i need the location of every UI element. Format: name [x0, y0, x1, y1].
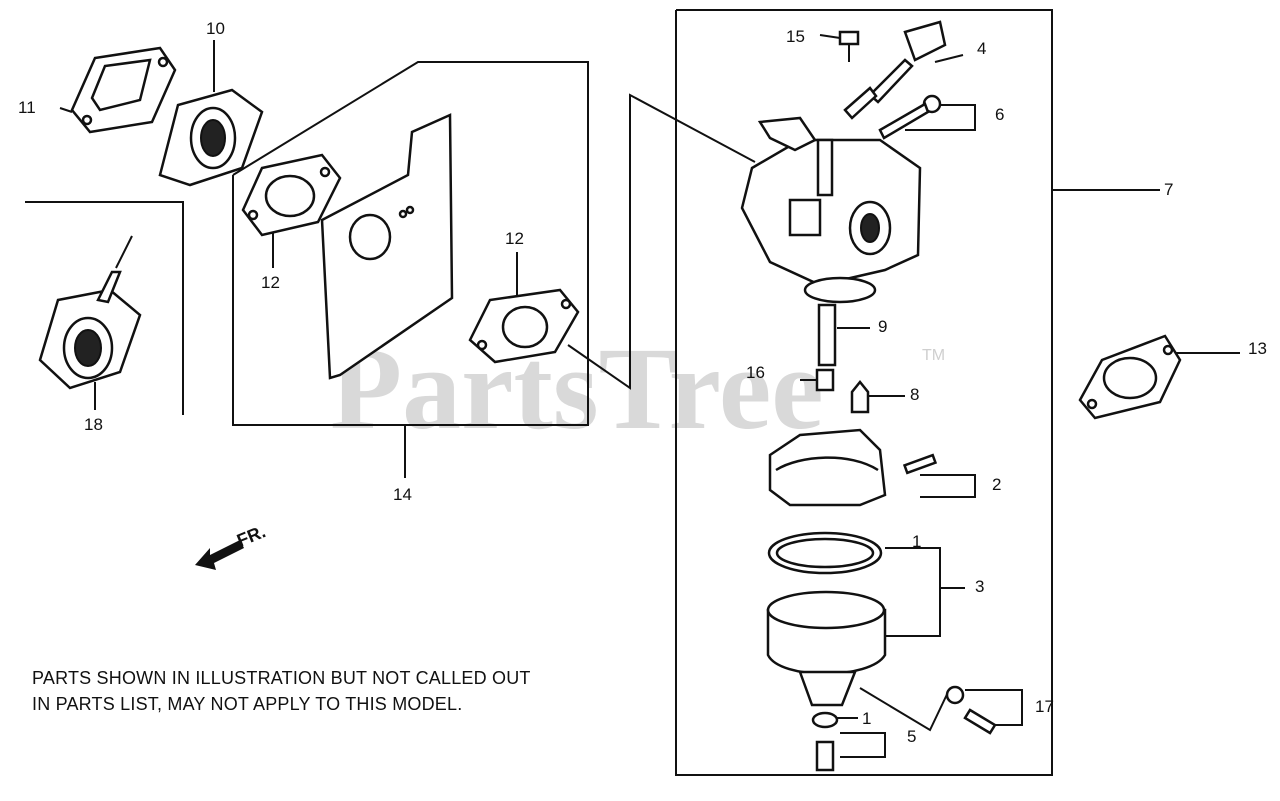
callout-11: 11	[18, 98, 36, 117]
part-4-screw-set	[843, 20, 947, 120]
plate-14	[320, 113, 454, 380]
callout-12-left: 12	[261, 273, 280, 292]
callout-9: 9	[878, 317, 887, 336]
callout-12-right: 12	[505, 229, 524, 248]
callout-17: 17	[1035, 697, 1054, 716]
callout-14: 14	[393, 485, 412, 504]
gasket-12-right	[468, 288, 580, 364]
insulator-18	[38, 235, 142, 390]
float-2	[768, 428, 938, 507]
insulator-10	[158, 88, 264, 187]
callout-6: 6	[995, 105, 1004, 124]
callout-7: 7	[1164, 180, 1173, 199]
gasket-11	[70, 46, 177, 134]
callout-1-washer: 1	[862, 709, 871, 728]
note-line-1: PARTS SHOWN IN ILLUSTRATION BUT NOT CALL…	[32, 668, 531, 688]
gasket-12-left	[241, 153, 342, 237]
callout-5: 5	[907, 727, 916, 746]
intake-frame-18	[25, 201, 184, 415]
watermark-trademark: TM	[922, 347, 945, 364]
leader-lines	[59, 34, 1240, 758]
note-line-2: IN PARTS LIST, MAY NOT APPLY TO THIS MOD…	[32, 694, 462, 714]
callout-18: 18	[84, 415, 103, 434]
callout-3: 3	[975, 577, 984, 596]
callout-15: 15	[786, 27, 805, 46]
needle-8	[850, 379, 870, 414]
gasket-ring-1	[767, 531, 883, 575]
carburetor-body	[740, 116, 922, 304]
callout-16: 16	[746, 363, 765, 382]
watermark: PartsTree	[330, 323, 824, 454]
nozzle-9	[817, 303, 837, 367]
screw-17	[945, 685, 997, 735]
front-direction-label: FR.	[234, 521, 268, 550]
screw-6	[878, 94, 942, 140]
callout-8: 8	[910, 385, 919, 404]
jet-16	[815, 368, 835, 392]
callout-1-ring: 1	[912, 532, 921, 551]
front-direction-arrow: FR.	[195, 521, 268, 570]
float-bowl-3	[766, 590, 887, 707]
kit-frame-14	[232, 61, 589, 478]
drain-bolt-5	[811, 711, 839, 772]
callout-2: 2	[992, 475, 1001, 494]
carburetor-frame-7	[675, 9, 1160, 776]
callout-4: 4	[977, 39, 986, 58]
callout-13: 13	[1248, 339, 1267, 358]
screw-15	[838, 30, 860, 62]
gasket-13	[1078, 334, 1182, 420]
callout-10: 10	[206, 19, 225, 38]
